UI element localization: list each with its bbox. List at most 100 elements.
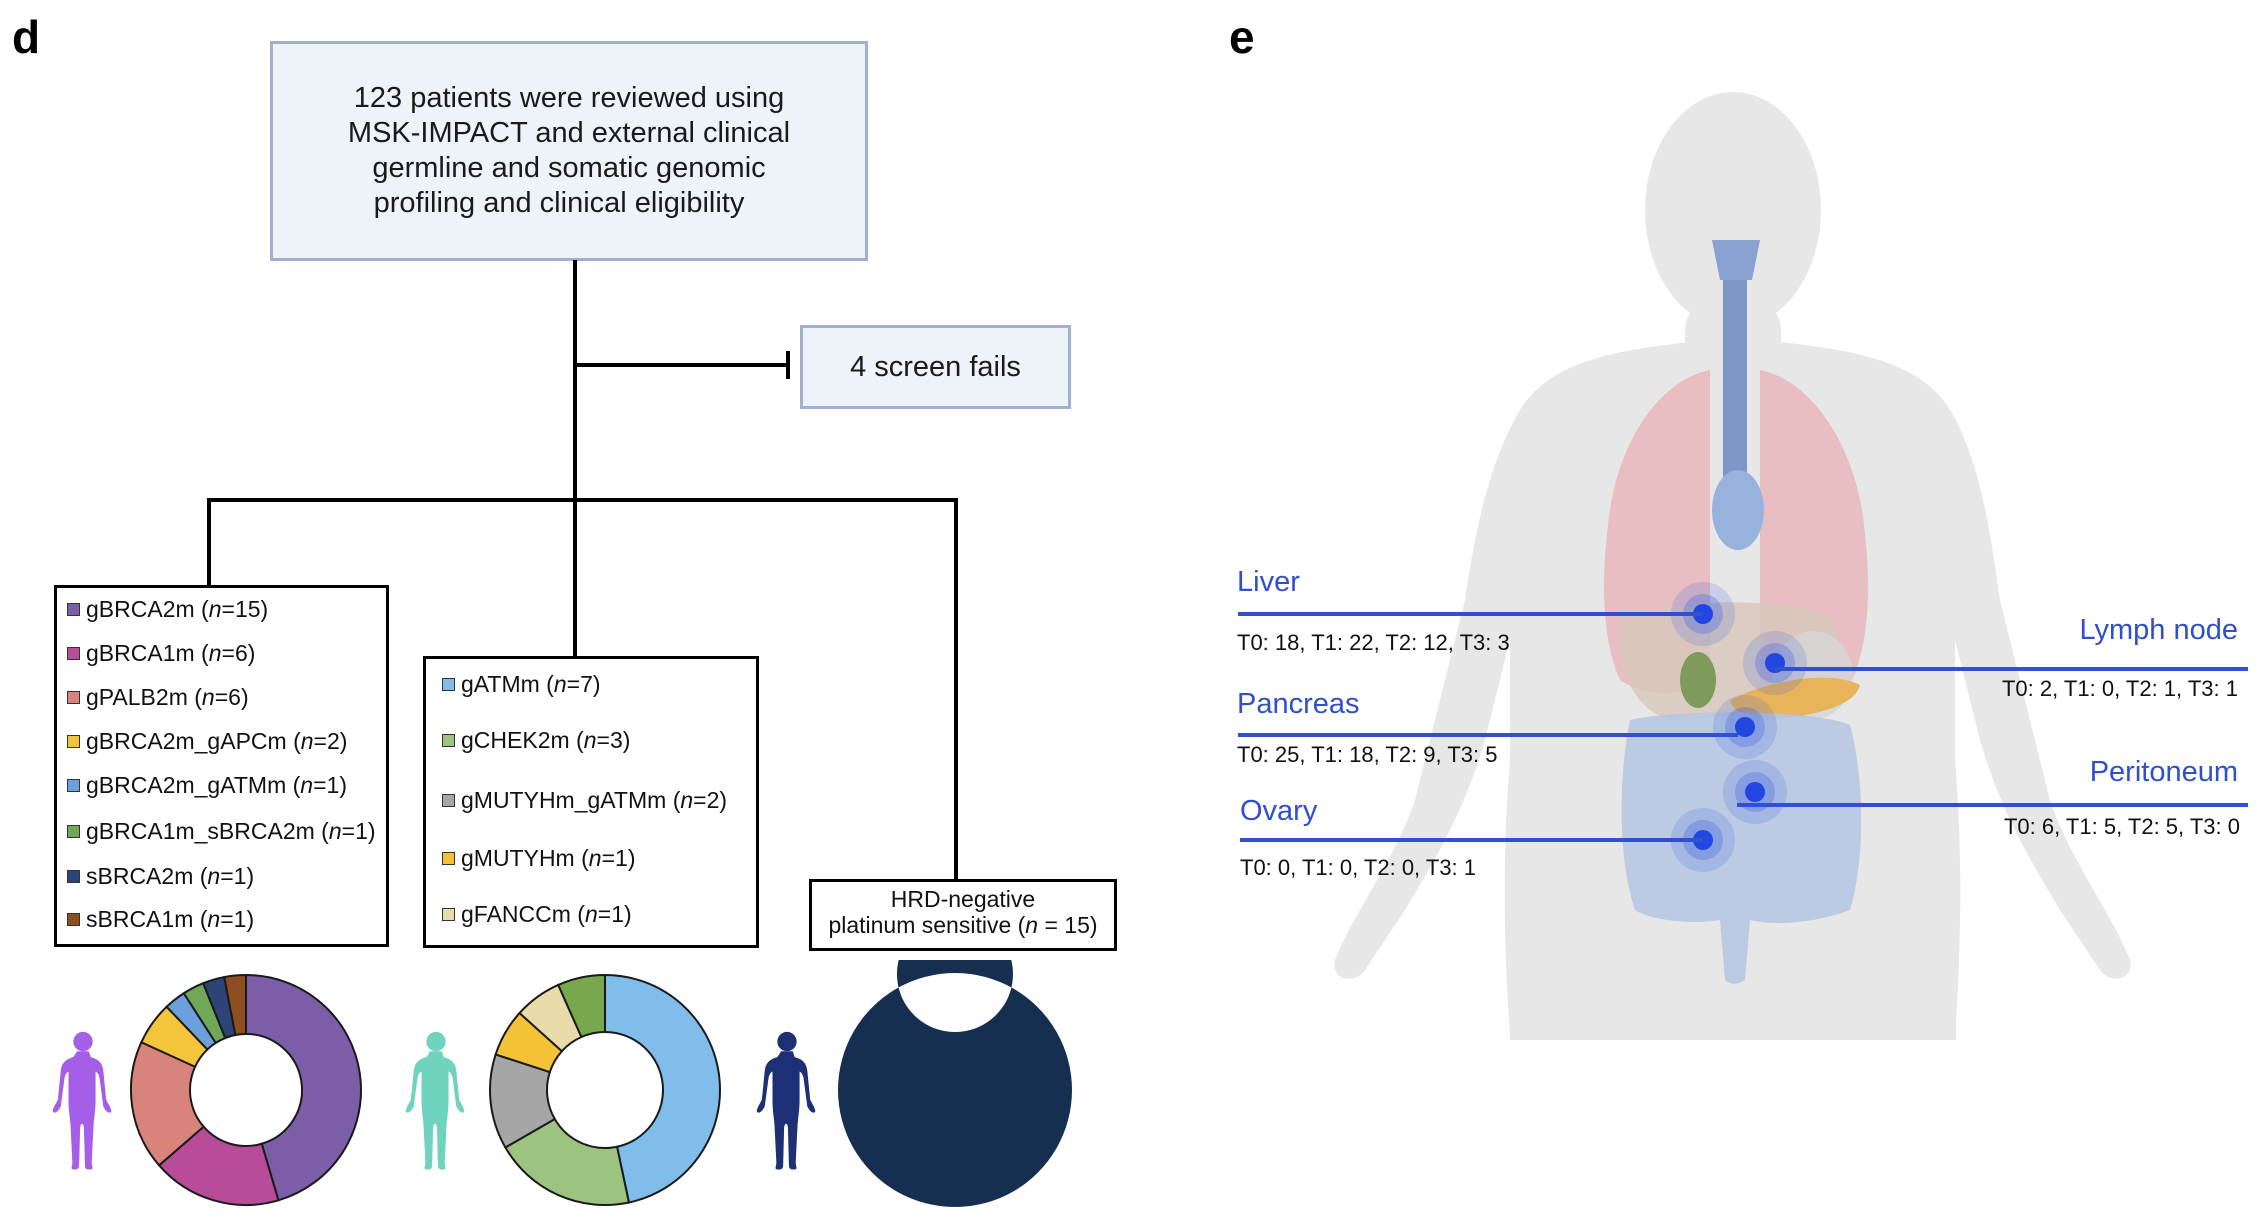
site-peritoneum-marker — [1723, 760, 2248, 824]
site-liver-marker — [1238, 582, 1735, 646]
legend-gene: gATMm — [461, 671, 540, 697]
legend-count: 7 — [580, 671, 593, 697]
site-stats-liver: T0: 18, T1: 22, T2: 12, T3: 3 — [1237, 630, 1510, 655]
donut-slice-hrd-negative-platinum-sensitive — [838, 960, 1072, 1207]
legend-item: gCHEK2m (n = 3) — [442, 727, 630, 754]
legend-swatch — [67, 870, 80, 883]
legend-count: 3 — [609, 727, 623, 753]
eq: = — [221, 640, 235, 666]
legend-count: 2 — [706, 787, 720, 813]
panel-label-d: d — [12, 11, 41, 63]
gallbladder — [1680, 652, 1716, 708]
screen-fails-box: 4 screen fails — [800, 325, 1071, 409]
site-lymph-node-marker — [1743, 631, 2248, 695]
site-stats-ovary: T0: 0, T1: 0, T2: 0, T3: 1 — [1240, 855, 1477, 880]
screening-box: 123 patients were reviewed using MSK-IMP… — [270, 41, 868, 261]
site-stats-lymph-node: T0: 2, T1: 0, T2: 1, T3: 1 — [2001, 676, 2238, 701]
donut-slice-unlabeled — [556, 973, 606, 1039]
site-label-ovary: Ovary — [1240, 795, 1318, 827]
legend-count: 6 — [228, 684, 241, 710]
main-stem-connector — [573, 260, 577, 660]
legend-item: gBRCA2m_gATMm (n = 1) — [67, 772, 347, 799]
hrd-line-2-text: platinum sensitive ( — [828, 912, 1026, 938]
donut-chart-cohort3 — [838, 960, 1072, 1207]
cohort2-legend-box: gATMm (n = 7) gCHEK2m (n = 3) gMUTYHm_gA… — [423, 656, 759, 948]
donut-charts-area — [52, 960, 1072, 1207]
hrd-line-2: platinum sensitive (n = 15) — [812, 912, 1114, 938]
eq: = — [596, 727, 610, 753]
legend-swatch — [442, 734, 455, 747]
eq: = — [313, 728, 327, 754]
hrd-line-1: HRD-negative — [890, 886, 1036, 912]
legend-item: gBRCA1m (n = 6) — [67, 640, 255, 667]
legend-item: gMUTYHm_gATMm (n = 2) — [442, 787, 727, 814]
legend-count: 1 — [233, 863, 247, 889]
site-label-peritoneum: Peritoneum — [2089, 756, 2238, 788]
donut-chart-cohort2 — [489, 973, 721, 1206]
n-symbol: n — [584, 901, 598, 927]
legend-count: 2 — [326, 728, 340, 754]
donut-slice-sbrca1m — [223, 973, 247, 1037]
legend-swatch — [67, 913, 80, 926]
intestines — [1621, 712, 1862, 984]
eq: = — [601, 845, 616, 871]
legend-gene: gBRCA1m_sBRCA2m — [86, 818, 315, 844]
site-stats-peritoneum: T0: 6, T1: 5, T2: 5, T3: 0 — [2003, 814, 2240, 839]
n-symbol: n — [208, 596, 222, 622]
n-symbol: n — [201, 684, 215, 710]
site-pancreas-marker — [1238, 695, 1777, 759]
legend-swatch — [67, 779, 80, 792]
branch-middle-drop — [573, 498, 577, 658]
legend-swatch — [67, 603, 80, 616]
n-symbol: n — [208, 640, 222, 666]
branch-left-drop — [207, 498, 211, 587]
pancreas — [1730, 677, 1860, 720]
site-label-lymph-node: Lymph node — [2079, 614, 2238, 646]
exclusion-connector — [575, 363, 790, 367]
legend-swatch — [67, 691, 80, 704]
donut-slice-gchek2m — [504, 1117, 631, 1206]
legend-count: 6 — [234, 640, 248, 666]
eq: = — [597, 901, 612, 927]
legend-swatch — [67, 647, 80, 660]
trachea — [1723, 245, 1747, 485]
screening-line-2: MSK-IMPACT and external clinical — [347, 117, 791, 149]
eq: = — [341, 818, 356, 844]
legend-count: 1 — [611, 901, 624, 927]
body-illustration — [1334, 92, 2131, 1040]
n-symbol: n — [588, 845, 602, 871]
legend-swatch — [442, 794, 455, 807]
legend-swatch — [67, 735, 80, 748]
legend-item: gATMm (n = 7) — [442, 671, 601, 698]
n-symbol: n — [300, 772, 314, 798]
legend-swatch — [442, 678, 455, 691]
n-symbol: n — [328, 818, 342, 844]
eq: = — [566, 671, 581, 697]
n-symbol: n — [207, 863, 221, 889]
legend-count: 15 — [234, 596, 261, 622]
screening-line-3: germline and somatic genomic — [372, 152, 766, 184]
eq: = — [313, 772, 327, 798]
eq: = — [221, 596, 235, 622]
exclusion-tbar — [786, 351, 790, 379]
legend-item: sBRCA2m (n = 1) — [67, 863, 254, 890]
n-symbol: n — [207, 906, 221, 932]
n-symbol: n — [1025, 912, 1039, 938]
n-symbol: n — [553, 671, 567, 697]
branch-right-drop — [954, 498, 958, 881]
donut-chart-cohort1 — [130, 973, 362, 1206]
legend-gene: gPALB2m — [86, 684, 188, 710]
legend-swatch — [442, 852, 455, 865]
screening-line-1: 123 patients were reviewed using — [353, 82, 785, 114]
legend-item: gBRCA1m_sBRCA2m (n = 1) — [67, 818, 376, 845]
legend-item: gBRCA2m (n = 15) — [67, 596, 268, 623]
eq: = — [214, 684, 229, 710]
screening-line-4: profiling and clinical eligibility — [373, 187, 745, 219]
legend-item: sBRCA1m (n = 1) — [67, 906, 254, 933]
cohort1-legend-box: gBRCA2m (n = 15) gBRCA1m (n = 6) gPALB2m… — [54, 585, 389, 947]
legend-swatch — [442, 908, 455, 921]
legend-item: gPALB2m (n = 6) — [67, 684, 249, 711]
donut-slice-gbrca2m — [245, 973, 362, 1202]
screen-fails-text: 4 screen fails — [850, 350, 1021, 383]
